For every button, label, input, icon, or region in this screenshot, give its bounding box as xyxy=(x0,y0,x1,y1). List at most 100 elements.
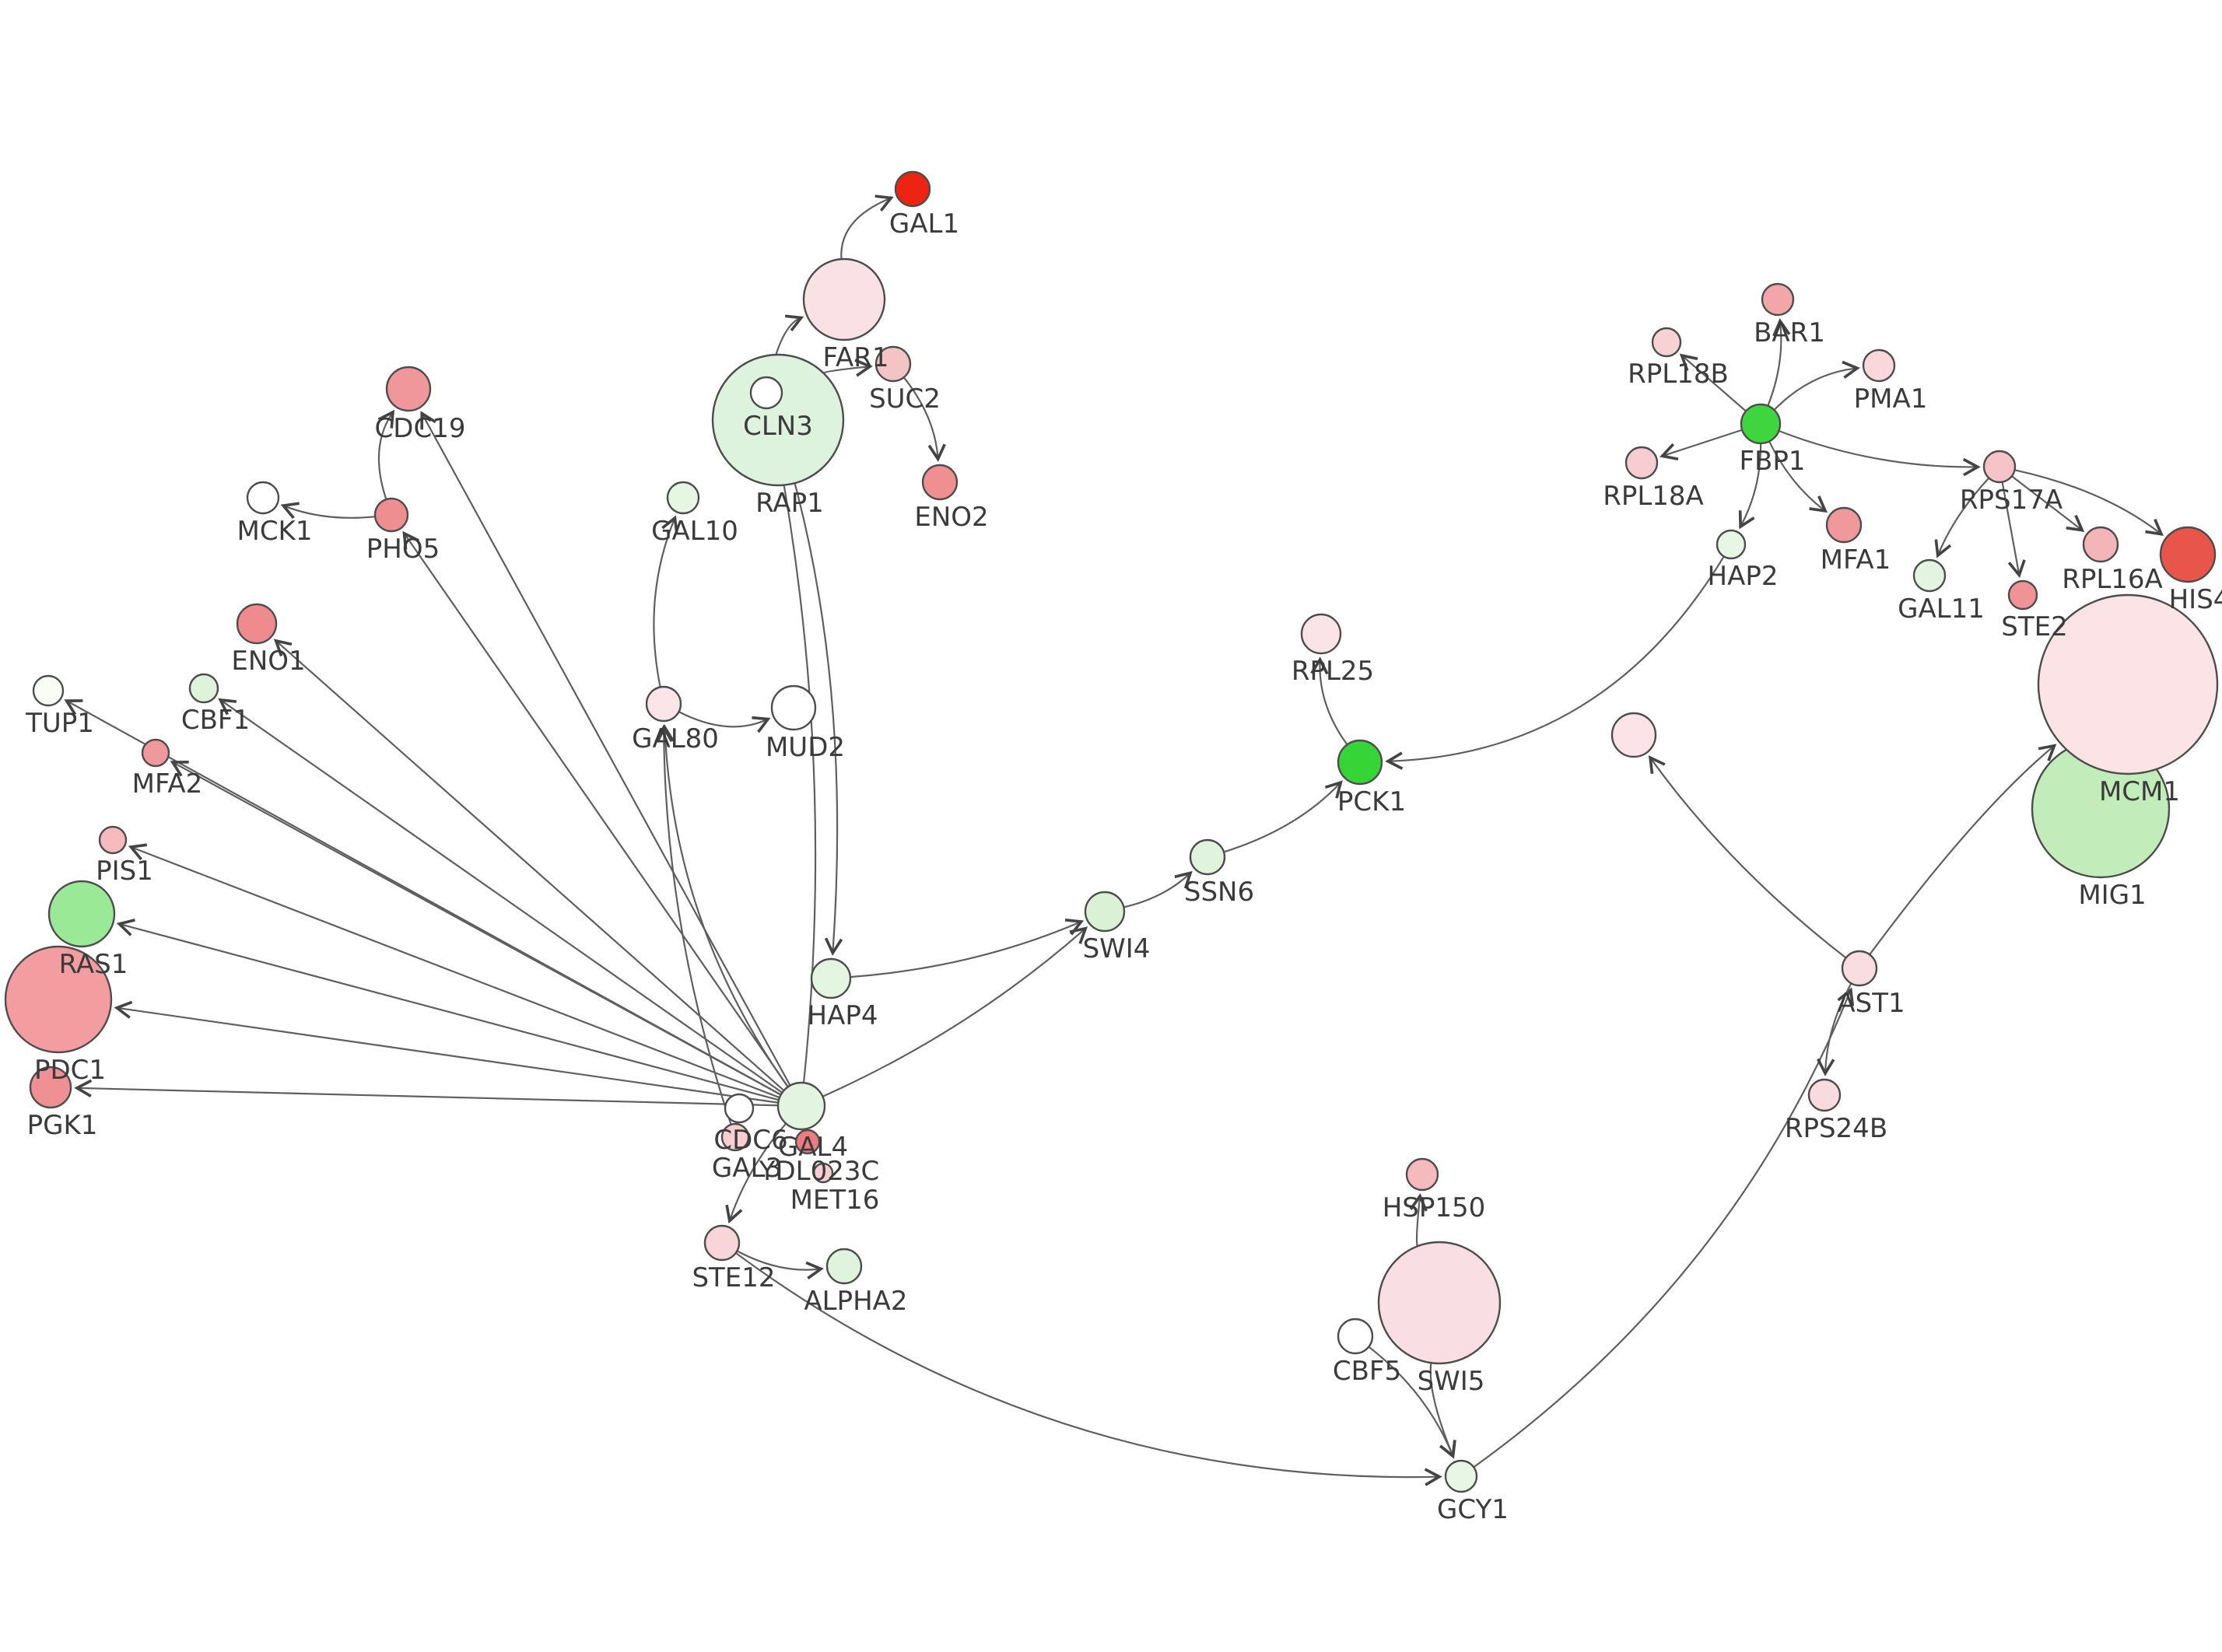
node-label-ste2: STE2 xyxy=(2001,611,2067,642)
edge-gal80-gal10[interactable] xyxy=(653,515,678,688)
edge-ste12-alpha2[interactable] xyxy=(736,1250,824,1279)
node-rap1[interactable] xyxy=(711,353,845,487)
node-far1[interactable] xyxy=(802,257,886,341)
node-pck1[interactable] xyxy=(1337,739,1383,786)
node-rpl25[interactable] xyxy=(1300,613,1342,655)
edge-gal4-ras1[interactable] xyxy=(116,919,780,1101)
edge-gal4-cdc19[interactable] xyxy=(420,411,791,1087)
node-label-rpl18a: RPL18A xyxy=(1603,481,1704,512)
node-ste2[interactable] xyxy=(2007,579,2038,611)
edge-gal4-gal80[interactable] xyxy=(656,724,789,1088)
node-cln3[interactable] xyxy=(749,376,783,410)
edge-gal4-pho5[interactable] xyxy=(402,530,789,1087)
edge-gal4-mfa2[interactable] xyxy=(170,761,782,1096)
node-pis1[interactable] xyxy=(98,825,128,855)
node-gal10[interactable] xyxy=(666,481,700,515)
edge-rps17a-his4[interactable] xyxy=(2014,469,2164,537)
node-swi5[interactable] xyxy=(1377,1241,1502,1365)
node-hap2[interactable] xyxy=(1716,529,1747,560)
node-mcm1[interactable] xyxy=(2037,593,2219,775)
edge-ste12-gcy1[interactable] xyxy=(735,1252,1442,1486)
node-gcy1[interactable] xyxy=(1444,1459,1478,1493)
edge-hap4-swi4[interactable] xyxy=(850,919,1085,978)
node-ast1[interactable] xyxy=(1841,950,1878,987)
node-gal3[interactable] xyxy=(720,1122,750,1152)
edge-ast1-mcm1[interactable] xyxy=(1869,744,2057,955)
node-rps17a[interactable] xyxy=(1982,450,2017,484)
edge-gal4-pdc1[interactable] xyxy=(114,1000,779,1104)
edge-fbp1-hap2[interactable] xyxy=(1738,443,1762,530)
node-eno1[interactable] xyxy=(236,603,278,645)
edge-fbp1-rps17a[interactable] xyxy=(1778,429,1981,477)
node-gal11[interactable] xyxy=(1912,558,1947,593)
edge-fbp1-rpl18a[interactable] xyxy=(1659,429,1743,461)
node-rps24b[interactable] xyxy=(1807,1078,1842,1112)
edge-fbp1-bar1[interactable] xyxy=(1767,318,1791,407)
edge-gal80-mud2[interactable] xyxy=(678,711,771,733)
edge-pho5-mck1[interactable] xyxy=(280,502,376,520)
edge-far1-gal1[interactable] xyxy=(840,194,894,260)
edge-ssn6-pck1[interactable] xyxy=(1223,780,1343,853)
node-suc2[interactable] xyxy=(874,345,912,383)
node-cbf1[interactable] xyxy=(188,673,219,704)
node-alpha2[interactable] xyxy=(825,1248,863,1285)
node-tup1[interactable] xyxy=(32,674,65,707)
node-cbf5[interactable] xyxy=(1337,1318,1374,1355)
edge-gcy1-ast1[interactable] xyxy=(1473,987,1855,1468)
edge-gal3-gal80[interactable] xyxy=(654,724,732,1125)
edge-gal4-pgk1[interactable] xyxy=(74,1079,779,1107)
node-pgk1[interactable] xyxy=(29,1066,72,1109)
node-gal80[interactable] xyxy=(645,685,682,723)
node-unnamed[interactable] xyxy=(1610,712,1657,758)
node-mfa2[interactable] xyxy=(141,738,170,768)
node-mck1[interactable] xyxy=(246,481,280,515)
edge-fbp1-mfa1[interactable] xyxy=(1768,440,1828,513)
node-mfa1[interactable] xyxy=(1825,506,1863,544)
node-ste12[interactable] xyxy=(703,1224,741,1262)
edge-rps17a-gal11[interactable] xyxy=(1934,477,1990,558)
node-cdc19[interactable] xyxy=(385,366,432,412)
node-gal4[interactable] xyxy=(776,1081,826,1131)
node-met16[interactable] xyxy=(812,1162,834,1184)
edge-fbp1-rpl18b[interactable] xyxy=(1679,353,1747,412)
edge-gal4-cln3[interactable] xyxy=(764,411,817,1083)
node-rpl16a[interactable] xyxy=(2082,526,2119,563)
edge-suc2-eno2[interactable] xyxy=(902,376,946,462)
edge-ast1-rps24b[interactable] xyxy=(1817,982,1852,1076)
edge-gal4-cbf1[interactable] xyxy=(218,698,783,1094)
edge-rps17a-ste2[interactable] xyxy=(2001,481,2026,579)
node-pho5[interactable] xyxy=(373,497,409,533)
node-gal1[interactable] xyxy=(894,170,931,208)
node-rpl18b[interactable] xyxy=(1651,327,1682,358)
edge-pho5-cdc19[interactable] xyxy=(377,409,395,500)
edge-fbp1-pma1[interactable] xyxy=(1773,360,1860,411)
edge-hap2-pck1[interactable] xyxy=(1385,555,1725,770)
node-cdc6[interactable] xyxy=(724,1093,755,1124)
node-his4[interactable] xyxy=(2159,526,2217,583)
edge-swi5-hsp150[interactable] xyxy=(1409,1193,1428,1247)
edge-gal4-swi4[interactable] xyxy=(822,926,1088,1097)
node-swi4[interactable] xyxy=(1084,891,1126,933)
edge-gal4-pis1[interactable] xyxy=(128,843,780,1099)
edge-cbf5-gcy1[interactable] xyxy=(1368,1346,1456,1459)
edge-rps17a-rpl16a[interactable] xyxy=(2011,475,2085,532)
node-hap4[interactable] xyxy=(810,957,852,999)
node-ras1[interactable] xyxy=(47,880,116,948)
node-bar1[interactable] xyxy=(1761,282,1795,317)
edge-pck1-rpl25[interactable] xyxy=(1310,656,1348,746)
edge-gal4-eno1[interactable] xyxy=(273,639,785,1091)
node-pma1[interactable] xyxy=(1862,348,1896,383)
node-ydl023c[interactable] xyxy=(794,1129,821,1155)
node-fbp1[interactable] xyxy=(1740,403,1782,445)
node-hsp150[interactable] xyxy=(1405,1157,1439,1192)
edge-gal4-ste12[interactable] xyxy=(725,1122,787,1224)
node-rpl18a[interactable] xyxy=(1624,446,1659,480)
node-eno2[interactable] xyxy=(921,464,959,501)
node-ssn6[interactable] xyxy=(1189,838,1226,876)
edge-ast1-unnamed[interactable] xyxy=(1648,755,1847,959)
node-mud2[interactable] xyxy=(770,684,817,731)
edge-swi4-ssn6[interactable] xyxy=(1123,870,1193,908)
edge-rap1-hap4[interactable] xyxy=(794,482,843,956)
node-pdc1[interactable] xyxy=(4,945,113,1054)
